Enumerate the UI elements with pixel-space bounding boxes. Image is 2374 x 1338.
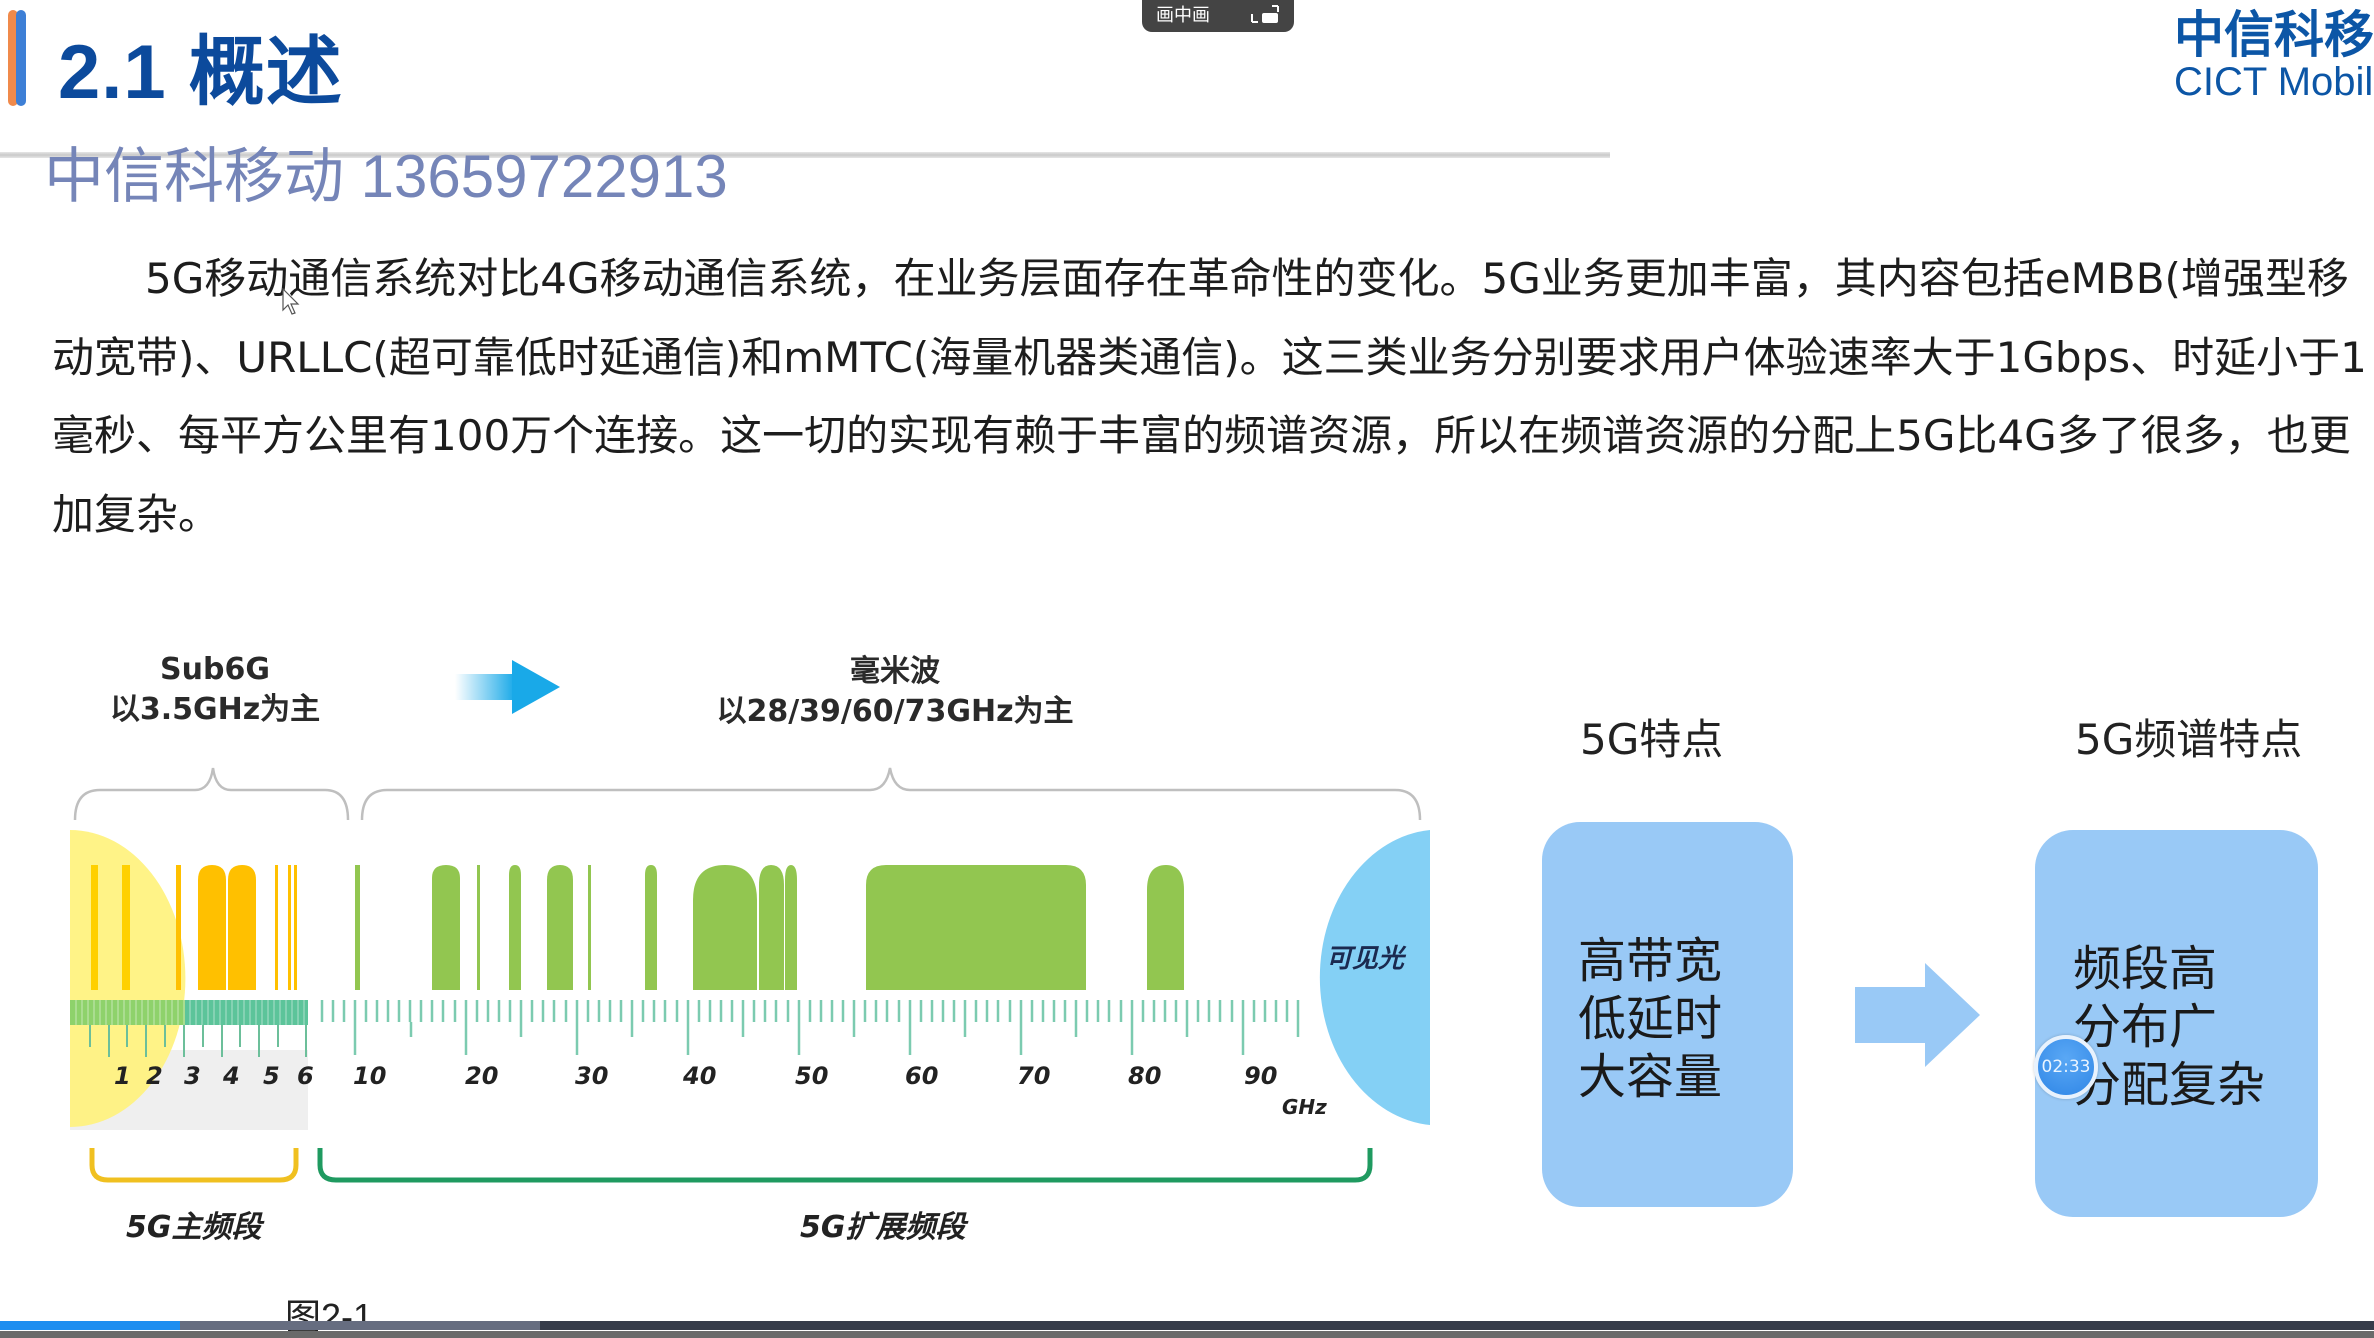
tick-50: 50 — [795, 1062, 829, 1090]
title-accent-orange — [8, 10, 18, 106]
spectrum-feature-line: 频段高 — [2073, 941, 2218, 997]
unit-label: GHz — [1282, 1095, 1327, 1119]
spectrum-features-title: 5G频谱特点 — [2075, 715, 2303, 764]
spectrum-features-box: 频段高 分布广 分配复杂 — [2035, 830, 2318, 1217]
sub6g-subtitle: 以3.5GHz为主 — [109, 692, 321, 727]
sub6g-title: Sub6G — [160, 652, 270, 687]
extended-band-label: 5G扩展频段 — [800, 1210, 966, 1245]
logo-cn-text: 中信科移动 — [2174, 8, 2374, 64]
mmwave-subtitle: 以28/39/60/73GHz为主 — [716, 694, 1074, 729]
spectrum-feature-line: 分配复杂 — [2073, 1057, 2266, 1113]
tick-2: 2 — [146, 1062, 163, 1090]
axis-tick-labels: 1 2 3 4 5 6 10 20 30 40 50 60 70 80 90 — [0, 1062, 1450, 1102]
features-title: 5G特点 — [1580, 715, 1724, 764]
tick-3: 3 — [184, 1062, 201, 1090]
tick-6: 6 — [297, 1062, 314, 1090]
spectrum-feature-line: 分布广 — [2073, 999, 2218, 1055]
tick-90: 90 — [1244, 1062, 1278, 1090]
figure-caption: 图2-1 — [285, 1296, 374, 1337]
tick-1: 1 — [114, 1062, 131, 1090]
body-paragraph: 5G移动通信系统对比4G移动通信系统，在业务层面存在革命性的变化。5G业务更加丰… — [52, 254, 2367, 539]
visible-light-label: 可见光 — [1326, 944, 1405, 974]
pip-toggle-icon[interactable] — [1250, 4, 1280, 24]
company-logo: 中信科移动 CICT Mobile — [2174, 8, 2374, 102]
player-bottom-strip — [0, 1331, 2374, 1338]
watermark-text: 中信科移动 13659722913 — [44, 143, 728, 210]
title-accent-blue — [16, 10, 26, 106]
floating-timer-badge[interactable]: 02:33 — [2034, 1035, 2098, 1099]
feature-line: 低延时 — [1578, 991, 1723, 1047]
tick-80: 80 — [1128, 1062, 1162, 1090]
tick-10: 10 — [353, 1062, 387, 1090]
features-box: 高带宽 低延时 大容量 — [1542, 822, 1793, 1207]
mmwave-title: 毫米波 — [850, 654, 940, 689]
pip-label: 画中画 — [1156, 5, 1210, 26]
tick-4: 4 — [223, 1062, 240, 1090]
header-divider — [0, 152, 1610, 158]
feature-line: 高带宽 — [1578, 933, 1723, 989]
tick-30: 30 — [575, 1062, 609, 1090]
tick-60: 60 — [905, 1062, 939, 1090]
tick-20: 20 — [465, 1062, 499, 1090]
picture-in-picture-button[interactable]: 画中画 — [1142, 0, 1294, 32]
spectrum-diagram — [70, 660, 1430, 1183]
slide-title: 2.1 概述 — [58, 30, 343, 115]
tick-70: 70 — [1017, 1062, 1051, 1090]
video-progress-track[interactable] — [0, 1321, 2374, 1330]
transition-arrow-icon — [455, 660, 560, 714]
feature-line: 大容量 — [1578, 1049, 1723, 1105]
sub6g-label: Sub6G 以3.5GHz为主 — [90, 650, 340, 730]
video-progress-buffered — [0, 1321, 540, 1330]
video-progress-played[interactable] — [0, 1321, 180, 1330]
mouse-cursor-icon — [282, 287, 300, 320]
tick-5: 5 — [263, 1062, 280, 1090]
tick-40: 40 — [683, 1062, 717, 1090]
mmwave-label: 毫米波 以28/39/60/73GHz为主 — [680, 652, 1110, 732]
main-band-label: 5G主频段 — [126, 1210, 262, 1245]
right-arrow-icon — [1855, 963, 1980, 1067]
logo-en-text: CICT Mobile — [2174, 60, 2374, 102]
